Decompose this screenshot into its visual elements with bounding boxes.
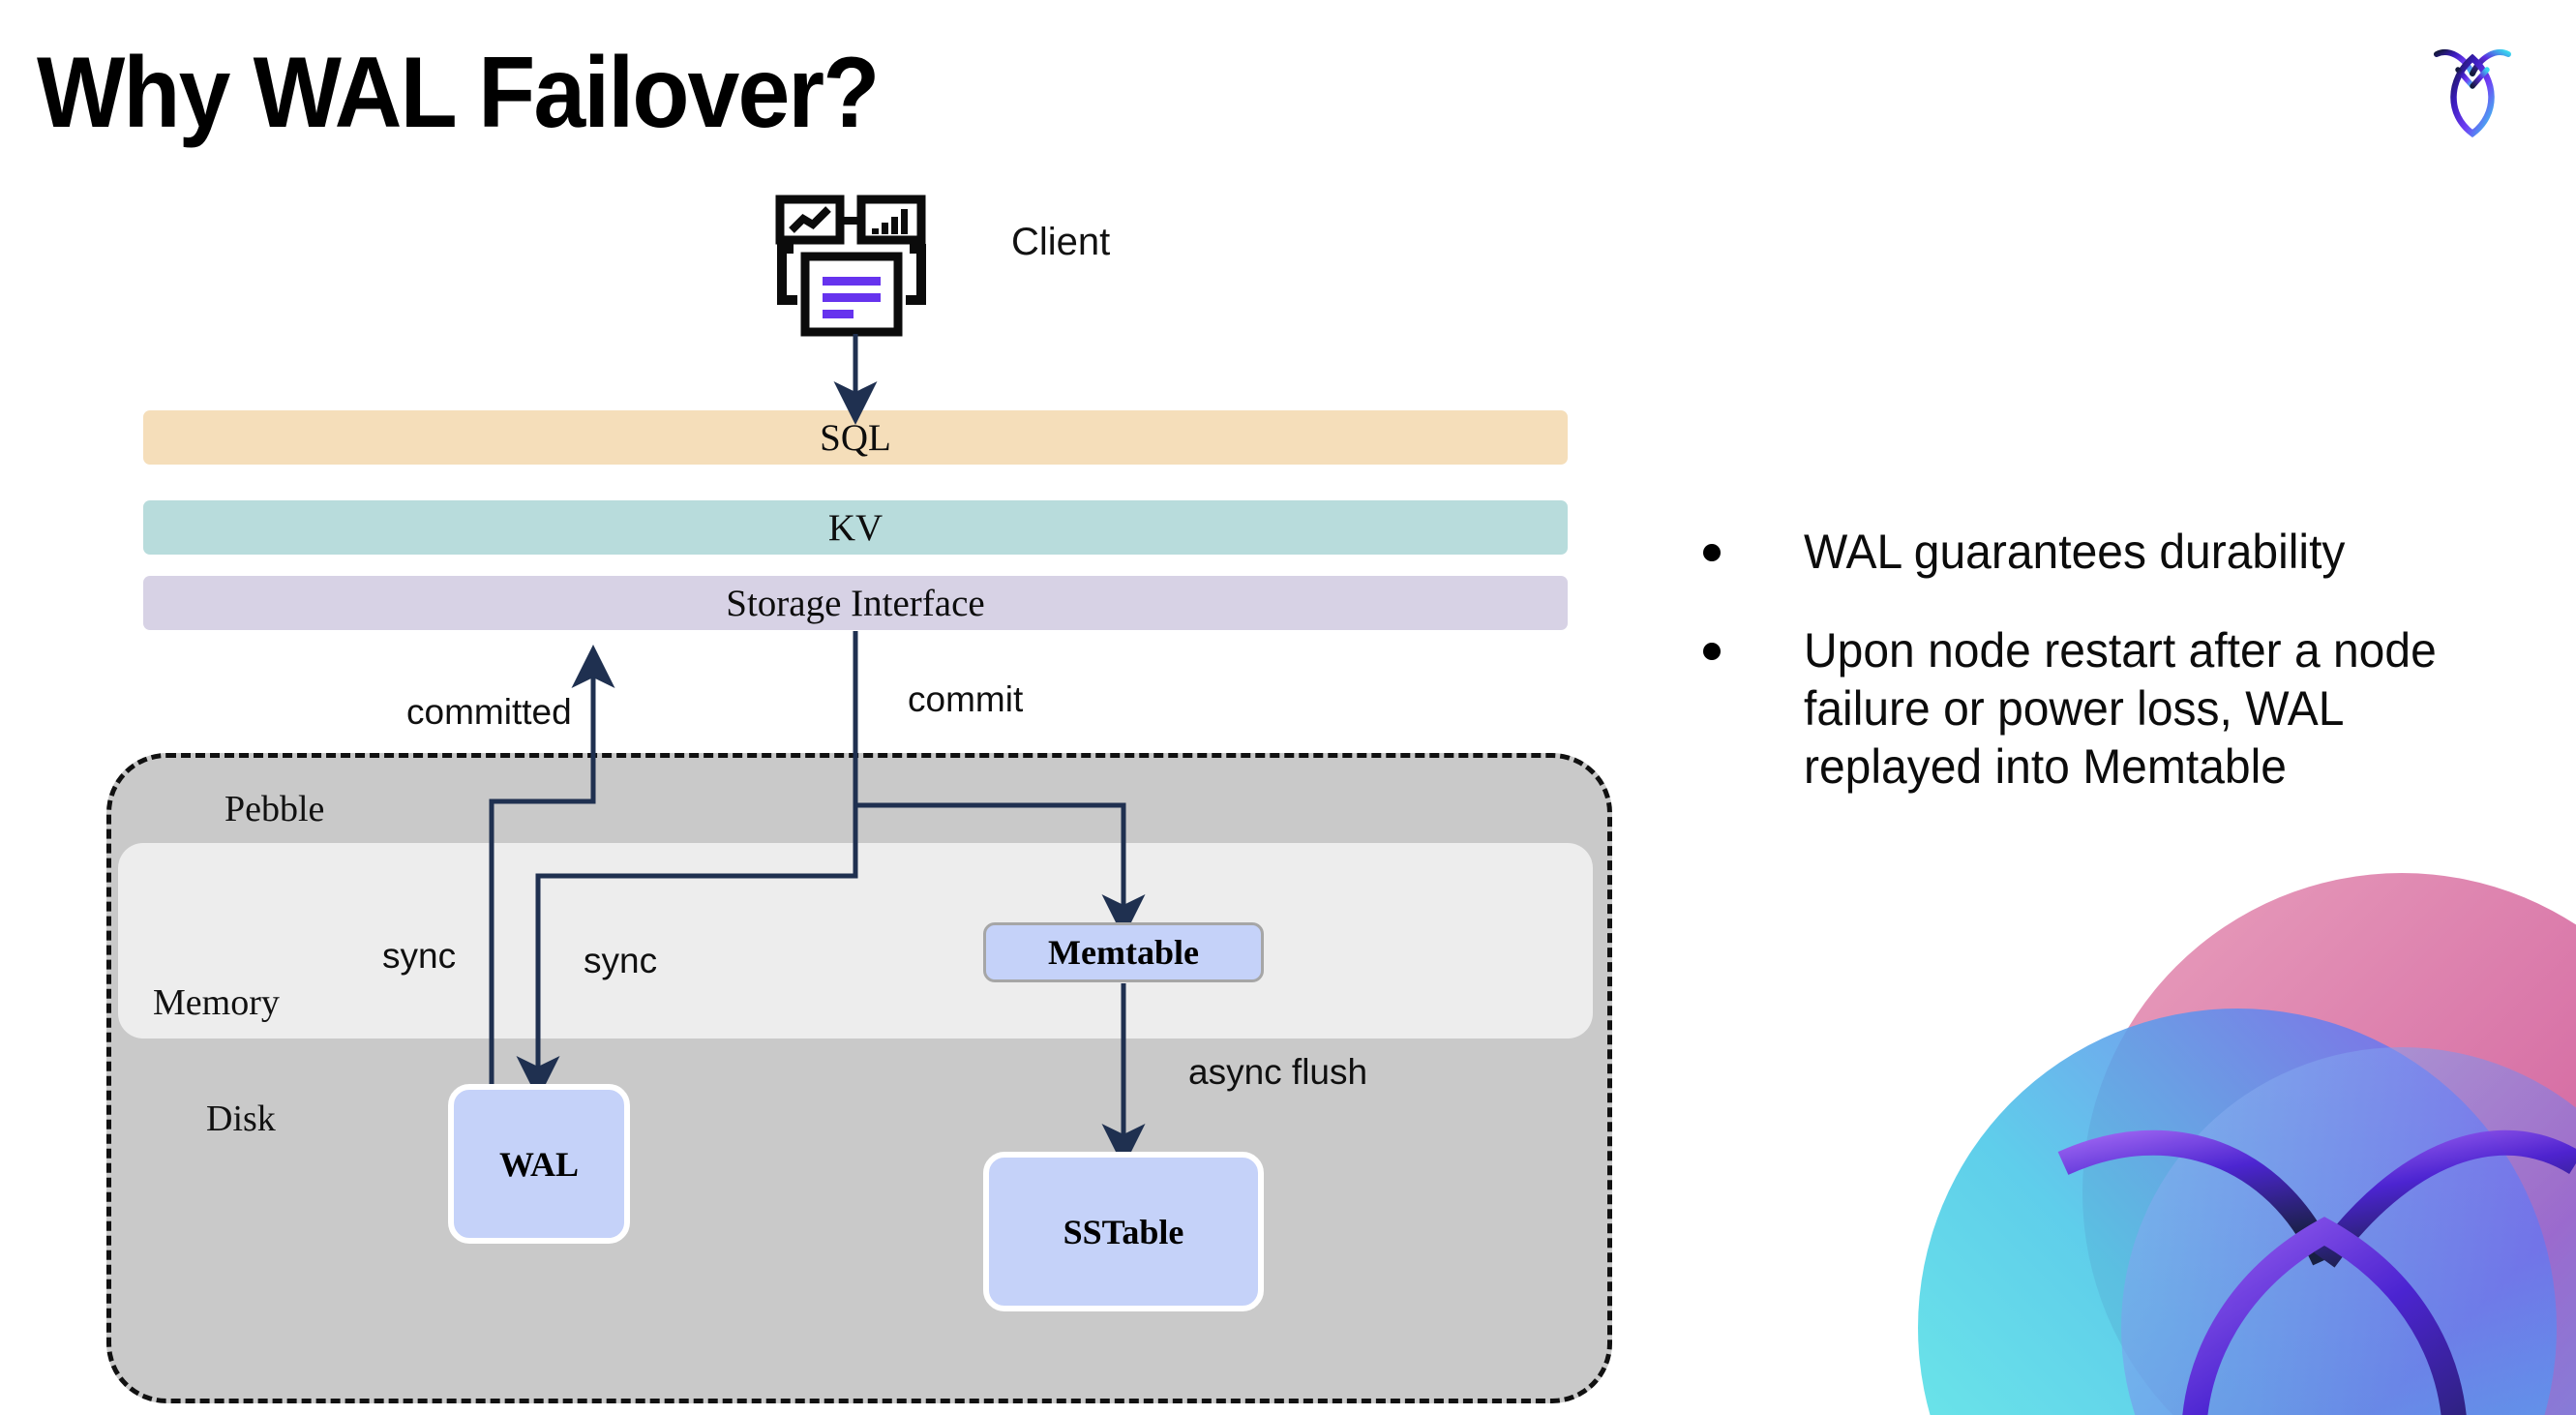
client-dashboard-icon <box>774 194 929 341</box>
edge-label-sync-left: sync <box>382 936 457 976</box>
edge-label-committed: committed <box>406 692 572 732</box>
disk-label: Disk <box>206 1099 276 1139</box>
node-memtable-label: Memtable <box>1048 933 1199 972</box>
layer-label-sql: SQL <box>820 416 891 459</box>
page-title: Why WAL Failover? <box>37 37 880 149</box>
layer-label-storage-interface: Storage Interface <box>726 582 985 624</box>
bullet-dot-icon <box>1703 544 1721 561</box>
notes-list: WAL guarantees durability Upon node rest… <box>1703 523 2516 836</box>
memory-label: Memory <box>153 982 280 1023</box>
node-memtable: Memtable <box>983 922 1264 982</box>
list-item: WAL guarantees durability <box>1703 523 2516 581</box>
edge-label-sync-right: sync <box>584 941 658 980</box>
node-sstable: SSTable <box>983 1152 1264 1311</box>
layer-bar-storage-interface: Storage Interface <box>143 576 1568 630</box>
edge-label-commit: commit <box>908 679 1024 719</box>
memory-zone <box>118 843 1593 1039</box>
cockroach-labs-logo <box>2419 35 2526 141</box>
list-item: Upon node restart after a node failure o… <box>1703 621 2516 796</box>
edge-label-async-flush: async flush <box>1188 1052 1368 1092</box>
layer-bar-kv: KV <box>143 500 1568 555</box>
decorative-gradient-artwork <box>1821 873 2576 1415</box>
bullet-dot-icon <box>1703 643 1721 660</box>
pebble-label: Pebble <box>225 789 325 829</box>
bullet-text: WAL guarantees durability <box>1804 525 2346 579</box>
layer-label-kv: KV <box>827 506 884 549</box>
node-wal: WAL <box>448 1084 630 1244</box>
bullet-text: Upon node restart after a node failure o… <box>1804 623 2437 794</box>
node-sstable-label: SSTable <box>1063 1212 1184 1251</box>
layer-bar-sql: SQL <box>143 410 1568 465</box>
client-label: Client <box>1011 221 1111 263</box>
node-wal-label: WAL <box>498 1144 580 1184</box>
